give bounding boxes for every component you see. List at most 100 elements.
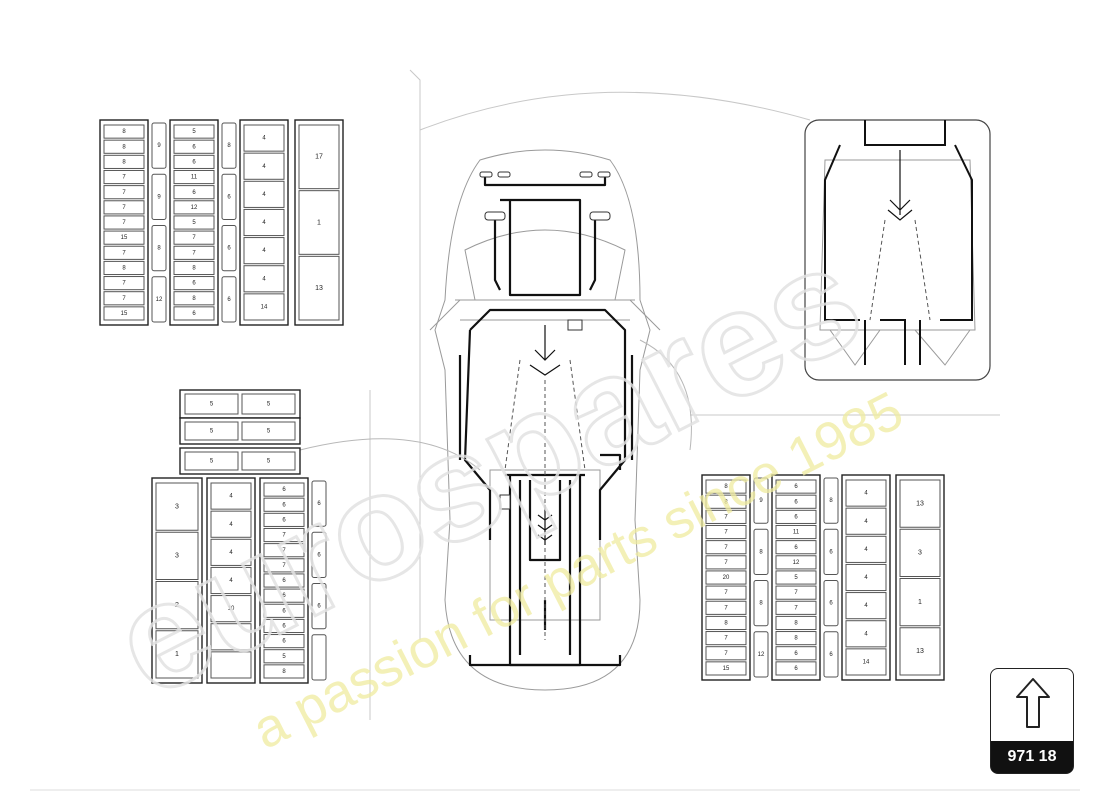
fuse-cell — [263, 497, 305, 512]
fuse-cell — [263, 527, 305, 543]
fuse-cell — [775, 555, 817, 570]
fuse-label: 8 — [122, 159, 126, 165]
fuse-cell — [705, 600, 747, 615]
fuse-cell — [263, 482, 305, 497]
fuse-label: 13 — [916, 500, 924, 507]
fuse-cell — [184, 393, 239, 415]
fuse-cell — [311, 634, 327, 681]
fuse-cell — [173, 215, 215, 230]
fuse-cell — [173, 291, 215, 306]
fuse-label: 8 — [157, 246, 161, 252]
fuse-cell — [173, 124, 215, 139]
fuse-cell — [243, 152, 285, 180]
fuse-cell — [241, 421, 296, 441]
fuse-cell — [210, 651, 252, 679]
fuse-panel-bottom-right: 8877772077877159881266611612577886686664… — [701, 474, 945, 681]
fuse-cell — [103, 200, 145, 215]
fuse-cell — [221, 122, 237, 169]
fuse-label: 7 — [282, 533, 286, 539]
fuse-cell — [775, 600, 817, 615]
fuse-block: 666 — [311, 480, 327, 681]
fuse-label: 13 — [916, 648, 924, 655]
fuse-cell — [311, 583, 327, 630]
fuse-cell — [705, 661, 747, 676]
fuse-label: 8 — [282, 669, 286, 675]
fuse-cell — [311, 531, 327, 578]
car-branches — [529, 325, 561, 545]
fuse-label: 5 — [267, 459, 271, 465]
fuse-label: 11 — [191, 175, 198, 181]
fuse-label: 10 — [228, 606, 235, 612]
fuse-label: 4 — [864, 519, 868, 525]
fuse-cell — [705, 494, 747, 509]
fuse-label: 7 — [794, 605, 798, 611]
fuse-label: 12 — [793, 560, 800, 566]
fuse-cell — [243, 293, 285, 321]
fuse-label: 7 — [724, 636, 728, 642]
fuse-label: 5 — [794, 575, 798, 581]
fuse-label: 6 — [282, 624, 286, 630]
fuse-label: 1 — [918, 599, 922, 606]
fuse-label: 6 — [227, 194, 231, 200]
fuse-label: 7 — [724, 560, 728, 566]
fuse-cell — [705, 585, 747, 600]
fuse-cell — [151, 122, 167, 169]
fuse-cell — [823, 631, 839, 678]
fuse-label: 5 — [210, 459, 214, 465]
fuse-label: 11 — [793, 530, 800, 536]
fuse-label: 6 — [282, 593, 286, 599]
fuse-cell — [298, 255, 340, 321]
fuse-cell — [210, 623, 252, 651]
fuse-cell — [899, 578, 941, 627]
car-wiring-dashed — [504, 359, 586, 640]
fuse-cell — [103, 276, 145, 291]
fuse-cell — [173, 169, 215, 185]
fuse-cell — [263, 512, 305, 527]
fuse-cell — [263, 649, 305, 664]
fuse-cell — [103, 124, 145, 139]
fuse-label: 6 — [282, 578, 286, 584]
fuse-label: 4 — [864, 491, 868, 497]
fuse-cell — [845, 648, 887, 676]
panel-wires — [299, 339, 692, 471]
fuse-cell — [753, 580, 769, 627]
fuse-label: 3 — [918, 550, 922, 557]
fuse-label: 7 — [122, 220, 126, 226]
fuse-label: 6 — [794, 484, 798, 490]
fuse-cell — [103, 291, 145, 306]
fuse-label: 1 — [175, 651, 179, 658]
fuse-cell — [155, 630, 199, 679]
fuse-cell — [753, 528, 769, 575]
fuse-label: 5 — [192, 129, 196, 135]
fuse-cell — [705, 570, 747, 585]
fuse-label: 6 — [794, 666, 798, 672]
fuse-cell — [845, 592, 887, 620]
fuse-label: 6 — [192, 311, 196, 317]
fuse-label: 6 — [282, 502, 286, 508]
fuse-label: 6 — [192, 144, 196, 150]
fuse-panel-top-left: 8887777157877159981256611612577868686664… — [99, 119, 344, 326]
fuse-label: 6 — [829, 601, 833, 607]
fuse-cell — [210, 566, 252, 595]
fuse-cell — [775, 615, 817, 631]
fuse-cell — [823, 528, 839, 575]
fuse-label: 15 — [121, 311, 128, 317]
fuse-cell — [155, 482, 199, 531]
fuse-cell — [775, 540, 817, 555]
fuse-label: 8 — [759, 549, 763, 555]
fuse-label: 5 — [210, 402, 214, 408]
fuse-cell — [241, 451, 296, 471]
fuse-label: 7 — [724, 590, 728, 596]
fuse-cell — [173, 306, 215, 321]
